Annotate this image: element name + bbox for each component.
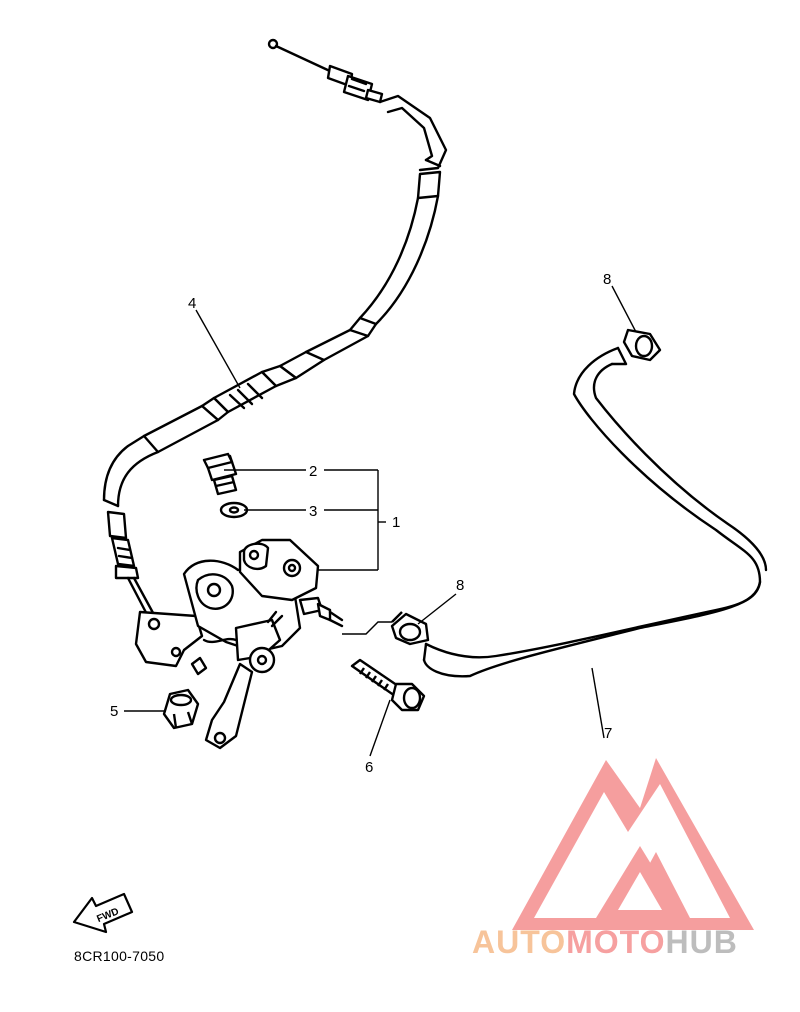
fwd-arrow-icon: FWD	[72, 892, 134, 934]
diagram-code: 8CR100-7050	[74, 948, 165, 964]
leader-lines	[124, 285, 637, 757]
callout-1: 1	[392, 514, 400, 531]
callout-8-lower: 8	[456, 577, 464, 594]
watermark-hub: HUB	[665, 924, 738, 960]
gasket-washer	[219, 501, 249, 519]
watermark-auto: AUTO	[472, 924, 567, 960]
banjo-bolt	[202, 452, 238, 496]
callout-4: 4	[188, 295, 196, 312]
hose-clip-upper	[622, 328, 662, 362]
watermark-text: AUTOMOTOHUB	[472, 924, 738, 961]
hose-clip-lower	[390, 611, 430, 646]
pump-bolt	[350, 658, 426, 712]
callout-7: 7	[604, 725, 612, 742]
delivery-hose	[422, 346, 768, 678]
callout-6: 6	[365, 759, 373, 776]
watermark-moto: MOTO	[566, 924, 666, 960]
nut	[162, 688, 200, 730]
callout-labels: 1 2 3 4 5 6 7 8 8	[110, 271, 612, 776]
callout-8-upper: 8	[603, 271, 611, 288]
automotohub-logo-icon	[512, 758, 754, 930]
callout-5: 5	[110, 703, 118, 720]
oil-pump-assembly	[134, 538, 344, 750]
pump-cable	[102, 38, 448, 626]
callout-3: 3	[309, 503, 317, 520]
callout-2: 2	[309, 463, 317, 480]
